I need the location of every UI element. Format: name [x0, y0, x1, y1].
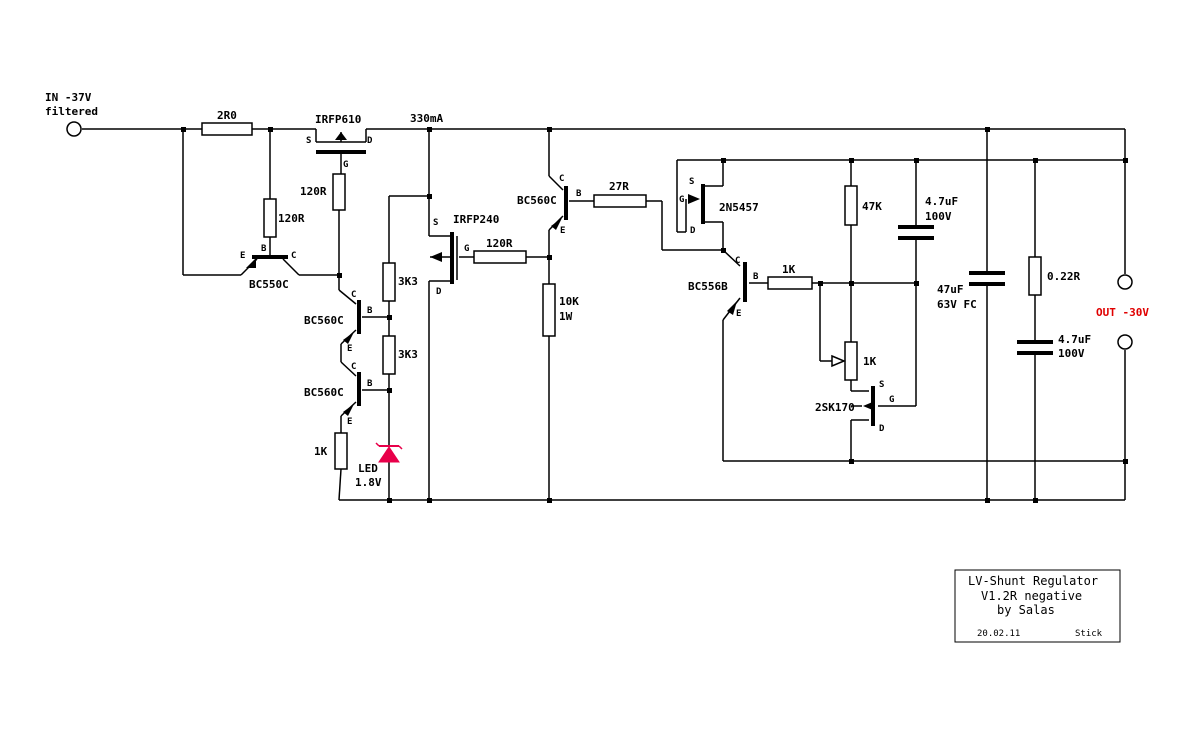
2n5457-pin-s: S: [689, 177, 694, 187]
resistor-120r-gate: 120R: [300, 173, 346, 211]
irfp240-pin-d: D: [436, 287, 442, 297]
bc550c-pin-b: B: [261, 244, 267, 254]
2sk170-label: 2SK170: [815, 401, 855, 414]
resistor-0r22-value: 0.22R: [1047, 270, 1080, 283]
led-diode: LED 1.8V: [355, 442, 403, 489]
bc560c-b-pin-c: C: [351, 362, 356, 372]
bc556b-pin-c: C: [735, 256, 740, 266]
resistor-27r-value: 27R: [609, 180, 629, 193]
2n5457-pin-d: D: [690, 226, 696, 236]
capacitor-4u7-b: 4.7uF 100V: [1017, 333, 1091, 360]
resistor-120r-bc550-value: 120R: [278, 212, 305, 225]
resistor-2r0-value: 2R0: [217, 109, 237, 122]
bc560c-c-pin-b: B: [576, 189, 582, 199]
resistor-10k: 10K 1W: [542, 283, 579, 337]
capacitor-47u-voltage: 63V FC: [937, 298, 977, 311]
capacitor-4u7-b-voltage: 100V: [1058, 347, 1085, 360]
bc560c-a-pin-e: E: [347, 344, 352, 354]
led-voltage: 1.8V: [355, 476, 382, 489]
irfp240-pin-s: S: [433, 218, 438, 228]
irfp240-label: IRFP240: [453, 213, 499, 226]
bc560c-c-pin-e: E: [560, 226, 565, 236]
irfp610-label: IRFP610: [315, 113, 361, 126]
resistor-1k-base-value: 1K: [782, 263, 796, 276]
title-block-line3: by Salas: [997, 603, 1055, 617]
led-name: LED: [358, 462, 378, 475]
input-label-line2: filtered: [45, 105, 98, 118]
resistor-3k3-bottom: 3K3: [382, 335, 418, 375]
resistor-1k-left-value: 1K: [314, 445, 328, 458]
resistor-47k: 47K: [844, 185, 882, 226]
resistor-120r-irfp240: 120R: [473, 237, 527, 264]
capacitor-4u7-b-value: 4.7uF: [1058, 333, 1091, 346]
transistor-bc550c: BC550C E B C: [240, 244, 296, 291]
junctions: [181, 127, 1128, 503]
jfet-2sk170: 2SK170 S G D: [815, 380, 894, 434]
bc556b-pin-e: E: [736, 309, 741, 319]
2n5457-pin-g: G: [679, 195, 684, 205]
resistor-120r-irfp240-value: 120R: [486, 237, 513, 250]
2sk170-pin-d: D: [879, 424, 885, 434]
potentiometer-1k: 1K: [831, 341, 877, 381]
title-block-line1: LV-Shunt Regulator: [968, 574, 1098, 588]
current-label: 330mA: [410, 112, 443, 125]
bc550c-label: BC550C: [249, 278, 289, 291]
irfp610-pin-g: G: [343, 160, 348, 170]
resistor-0r22: 0.22R: [1028, 256, 1080, 296]
transistor-bc556b: BC556B C B E: [688, 256, 759, 319]
bc560c-b-pin-e: E: [347, 417, 352, 427]
capacitor-4u7-a: 4.7uF 100V: [898, 195, 958, 240]
title-block-author: Stick: [1075, 629, 1103, 639]
2sk170-pin-g: G: [889, 395, 894, 405]
bc560c-a-label: BC560C: [304, 314, 344, 327]
transistor-bc560c-b: BC560C C B E: [304, 362, 373, 427]
title-block-date: 20.02.11: [977, 629, 1020, 639]
input-terminal: IN -37V filtered: [45, 91, 98, 137]
resistor-3k3-top-value: 3K3: [398, 275, 418, 288]
capacitor-4u7-a-value: 4.7uF: [925, 195, 958, 208]
resistor-3k3-top: 3K3: [382, 262, 418, 302]
transistor-bc560c-a: BC560C C B E: [304, 290, 373, 354]
bc560c-c-pin-c: C: [559, 174, 564, 184]
resistor-120r-bc550: 120R: [263, 198, 305, 238]
resistor-1k-base: 1K: [767, 263, 813, 290]
bc550c-pin-c: C: [291, 251, 296, 261]
resistor-10k-power: 1W: [559, 310, 573, 323]
mosfet-irfp240: IRFP240 S G D: [430, 213, 499, 297]
resistor-10k-value: 10K: [559, 295, 579, 308]
transistor-bc560c-c: BC560C C B E: [517, 174, 582, 236]
title-block-line2: V1.2R negative: [981, 589, 1082, 603]
bc560c-a-pin-b: B: [367, 306, 373, 316]
output-terminals: OUT -30V: [1096, 274, 1149, 350]
irfp610-pin-d: D: [367, 136, 373, 146]
bc556b-label: BC556B: [688, 280, 728, 293]
resistor-120r-gate-value: 120R: [300, 185, 327, 198]
2sk170-pin-s: S: [879, 380, 884, 390]
jfet-2n5457: 2N5457 S G D: [679, 177, 759, 236]
capacitor-4u7-a-voltage: 100V: [925, 210, 952, 223]
2n5457-label: 2N5457: [719, 201, 759, 214]
potentiometer-1k-value: 1K: [863, 355, 877, 368]
resistor-27r: 27R: [593, 180, 647, 208]
bc556b-pin-b: B: [753, 272, 759, 282]
irfp240-pin-g: G: [464, 244, 469, 254]
bc560c-b-label: BC560C: [304, 386, 344, 399]
bc560c-c-label: BC560C: [517, 194, 557, 207]
capacitor-47u: 47uF 63V FC: [937, 271, 1005, 311]
resistor-47k-value: 47K: [862, 200, 882, 213]
bc550c-pin-e: E: [240, 251, 245, 261]
resistor-1k-left: 1K: [314, 432, 348, 470]
title-block: LV-Shunt Regulator V1.2R negative by Sal…: [954, 569, 1121, 643]
bc560c-b-pin-b: B: [367, 379, 373, 389]
input-label-line1: IN -37V: [45, 91, 92, 104]
mosfet-irfp610: IRFP610 S D G: [306, 113, 373, 170]
output-label: OUT -30V: [1096, 306, 1149, 319]
irfp610-pin-s: S: [306, 136, 311, 146]
wires: [82, 128, 1126, 501]
capacitor-47u-value: 47uF: [937, 283, 964, 296]
bc560c-a-pin-c: C: [351, 290, 356, 300]
resistor-3k3-bottom-value: 3K3: [398, 348, 418, 361]
resistor-2r0: 2R0: [201, 109, 253, 136]
